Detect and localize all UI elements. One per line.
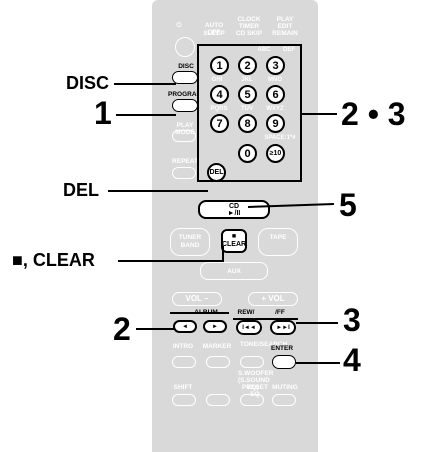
remain-label: REMAIN [272, 30, 298, 37]
vol-down-label: VOL – [185, 294, 209, 303]
play-pause-icon: ►/II [227, 209, 241, 217]
callout-clear-line [118, 260, 223, 262]
stop-clear-button[interactable]: ■ CLEAR [221, 229, 247, 253]
keypad-letters-mno: MNO [268, 77, 282, 83]
album-bracket-line [170, 312, 229, 314]
stop-icon: ■ [231, 233, 237, 240]
album-next-button[interactable]: ► [203, 320, 227, 333]
power-icon: ⏻ [176, 22, 182, 29]
callout-del: DEL [63, 180, 99, 200]
power-button[interactable] [175, 37, 195, 57]
repeat-button[interactable] [172, 167, 196, 179]
swoofer-button[interactable] [206, 394, 230, 406]
aux-label: AUX [227, 268, 241, 275]
intro-label: INTRO [172, 343, 194, 350]
key-7[interactable]: 7 [210, 114, 229, 133]
callout-clear-line-up [222, 246, 224, 262]
key-0[interactable]: 0 [238, 144, 257, 163]
tone-search-button[interactable] [240, 356, 264, 368]
callout-three: 3 [343, 302, 361, 338]
next-track-button[interactable]: ►►I [270, 320, 296, 335]
callout-two-left: 2 [113, 311, 131, 347]
tone-search-label: TONE/SEARCH [240, 341, 288, 348]
tape-button[interactable] [258, 228, 298, 256]
keypad-letters-tuv: TUV [241, 106, 253, 112]
enter-button[interactable] [272, 355, 296, 369]
swoofer-label: S.WOOFER (S.SOUND EQ) [238, 370, 274, 391]
rew-label: REW/ [237, 309, 255, 316]
key-2[interactable]: 2 [238, 56, 257, 75]
muting-label: MUTING [272, 384, 298, 391]
vol-up-button[interactable] [248, 292, 298, 306]
tuner-label: TUNER [178, 234, 202, 241]
callout-del-line [108, 190, 208, 192]
callout-disc: DISC [66, 73, 110, 93]
program-button[interactable] [172, 99, 198, 112]
key-8[interactable]: 8 [238, 114, 257, 133]
clear-label: CLEAR [221, 241, 247, 248]
timer-label: TIMER [238, 23, 260, 30]
keypad-letters-ghi: GHI [211, 77, 223, 83]
play-mode-button[interactable] [172, 130, 196, 142]
del-button[interactable]: DEL [207, 163, 226, 182]
sleep-label: SLEEP [203, 30, 225, 37]
callout-five: 5 [339, 187, 357, 223]
callout-clear: ■, CLEAR [12, 250, 95, 270]
callout-three-bracket-line [233, 318, 298, 320]
key-6[interactable]: 6 [266, 85, 285, 104]
play-label: PLAY [276, 16, 294, 23]
key-9[interactable]: 9 [266, 114, 285, 133]
enter-label: ENTER [270, 345, 294, 352]
auto-off-label: AUTO OFF [204, 22, 224, 36]
callout-two-left-line [136, 328, 174, 330]
shift-label: SHIFT [173, 384, 193, 391]
key-3[interactable]: 3 [266, 56, 285, 75]
keypad-letters-wxyz: WXYZ [266, 106, 284, 112]
keypad-letters-pqrs: PQRS [210, 106, 228, 112]
program-label: PROGRAM [168, 91, 202, 98]
band-label: BAND [180, 242, 200, 249]
key-10-plus[interactable]: ≥10 [266, 144, 285, 163]
cd-label: CD [228, 202, 240, 210]
aux-button[interactable] [200, 262, 268, 280]
keypad-letters-abc: ABC [257, 47, 271, 53]
vol-down-button[interactable] [172, 292, 222, 306]
clock-label: CLOCK [237, 16, 261, 23]
tuner-button[interactable] [170, 228, 210, 256]
keypad-letters-space: SPACE:1*# [264, 135, 296, 141]
callout-three-line [296, 322, 338, 324]
muting-button[interactable] [272, 394, 296, 406]
cd-skip-label: CD SKIP [235, 30, 263, 37]
callout-two-three-line [301, 113, 337, 115]
ff-label: /FF [275, 309, 285, 316]
tape-label: TAPE [269, 234, 287, 241]
marker-button[interactable] [206, 356, 230, 368]
keypad-letters-jkl: JKL [241, 77, 253, 83]
callout-disc-line [114, 83, 176, 85]
key-1[interactable]: 1 [210, 56, 229, 75]
repeat-label: REPEAT [172, 158, 198, 165]
callout-one-line [116, 114, 176, 116]
preset-eq-button[interactable] [240, 394, 264, 406]
edit-label: EDIT [277, 23, 293, 30]
keypad-letters-def: DEF [283, 47, 295, 53]
callout-one: 1 [94, 95, 112, 131]
callout-four: 4 [343, 342, 361, 378]
vol-up-label: + VOL [261, 294, 285, 303]
callout-four-line [296, 362, 340, 364]
disc-label: DISC [178, 63, 194, 70]
intro-button[interactable] [172, 356, 196, 368]
marker-label: MARKER [202, 343, 232, 350]
callout-two-three: 2 • 3 [341, 96, 406, 132]
album-prev-button[interactable]: ◄ [173, 320, 197, 333]
cd-play-pause-button[interactable]: CD ►/II [198, 200, 270, 219]
key-4[interactable]: 4 [210, 85, 229, 104]
shift-button[interactable] [172, 394, 196, 406]
key-5[interactable]: 5 [238, 85, 257, 104]
play-mode-label: PLAY MODE [175, 122, 195, 136]
prev-track-button[interactable]: I◄◄ [236, 320, 262, 335]
